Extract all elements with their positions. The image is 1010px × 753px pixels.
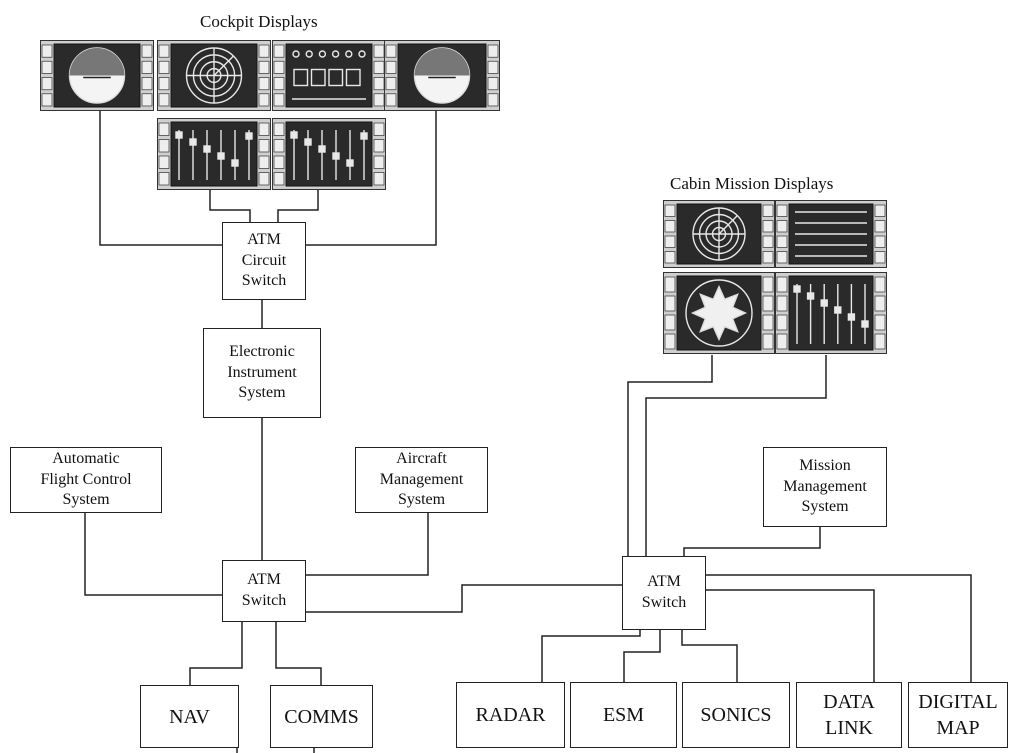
atm-circuit-switch-box: ATM Circuit Switch	[222, 222, 306, 300]
radar-box: RADAR	[456, 682, 565, 748]
atm-switch-left-box: ATM Switch	[222, 560, 306, 622]
atm-switch-right-box: ATM Switch	[622, 556, 706, 630]
cabin-display-1	[663, 200, 775, 268]
cabin-display-4	[775, 272, 887, 354]
cockpit-display-6	[272, 118, 386, 190]
data-link-text: DATA LINK	[823, 691, 875, 739]
mms-text: Mission Management System	[783, 456, 867, 516]
cockpit-display-3	[272, 40, 386, 111]
display-bezel	[384, 40, 500, 111]
esm-box: ESM	[570, 682, 677, 748]
cabin-display-2	[775, 200, 887, 268]
eis-text: Electronic Instrument System	[227, 342, 297, 402]
cockpit-display-1	[40, 40, 154, 111]
atm-switch-left-text: ATM Switch	[241, 571, 287, 609]
display-bezel	[663, 272, 775, 354]
aircraft-management-system-box: Aircraft Management System	[355, 447, 488, 513]
atm-circuit-switch-text: ATM Circuit Switch	[241, 230, 287, 290]
digital-map-text: DIGITAL MAP	[918, 691, 998, 739]
esm-text: ESM	[602, 704, 645, 726]
display-bezel	[157, 118, 271, 190]
data-link-box: DATA LINK	[796, 682, 902, 748]
sonics-box: SONICS	[682, 682, 790, 748]
display-bezel	[663, 200, 775, 268]
display-bezel	[775, 200, 887, 268]
cockpit-displays-label: Cockpit Displays	[200, 12, 318, 31]
afcs-text: Automatic Flight Control System	[40, 449, 132, 509]
ams-text: Aircraft Management System	[379, 449, 464, 509]
cabin-mission-displays-label: Cabin Mission Displays	[670, 174, 834, 193]
mission-management-system-box: Mission Management System	[763, 447, 887, 527]
digital-map-box: DIGITAL MAP	[908, 682, 1008, 748]
cockpit-display-5	[157, 118, 271, 190]
sonics-text: SONICS	[700, 704, 772, 726]
display-bezel	[272, 118, 386, 190]
nav-text: NAV	[169, 705, 210, 728]
display-bezel	[272, 40, 386, 111]
comms-text: COMMS	[284, 705, 359, 728]
atm-switch-right-text: ATM Switch	[641, 573, 687, 611]
electronic-instrument-system-box: Electronic Instrument System	[203, 328, 321, 418]
automatic-flight-control-system-box: Automatic Flight Control System	[10, 447, 162, 513]
cockpit-display-4	[384, 40, 500, 111]
cockpit-display-2	[157, 40, 271, 111]
radar-text: RADAR	[475, 704, 546, 726]
display-bezel	[40, 40, 154, 111]
display-bezel	[775, 272, 887, 354]
display-bezel	[157, 40, 271, 111]
nav-box: NAV	[140, 685, 239, 748]
cabin-display-3	[663, 272, 775, 354]
comms-box: COMMS	[270, 685, 373, 748]
